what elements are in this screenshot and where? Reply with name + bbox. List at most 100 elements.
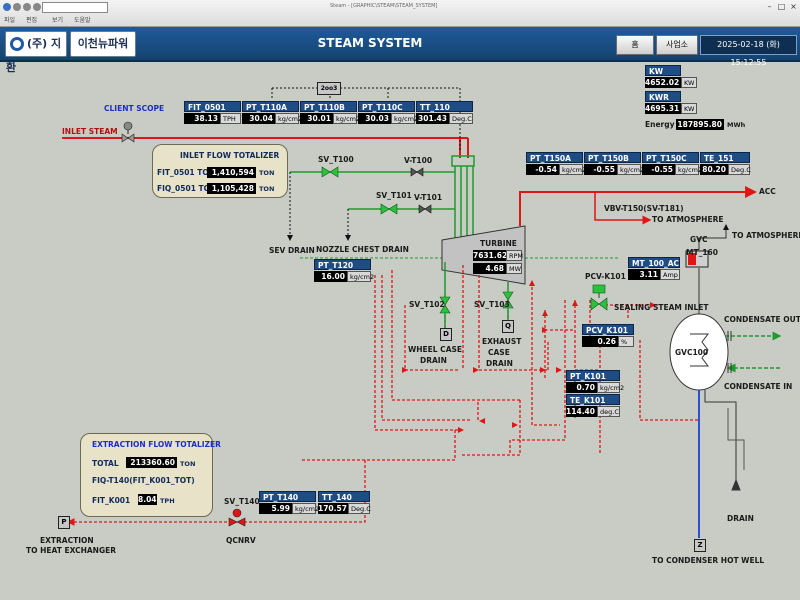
address-field[interactable] — [42, 2, 108, 13]
te-151-unit: Deg.C — [728, 164, 751, 175]
fit-0501-tag: FIT_0501 — [184, 101, 241, 112]
inlet-steam-label: INLET STEAM — [62, 127, 118, 136]
menu-edit[interactable]: 편집 — [26, 17, 38, 24]
box-p: P — [58, 516, 70, 529]
box-q: Q — [502, 320, 514, 333]
sv-t100-valve-icon[interactable] — [321, 166, 339, 178]
close-icon[interactable]: × — [790, 2, 797, 11]
pt-t150a-unit: kg/cm2 — [559, 164, 586, 175]
pt-t140-unit: kg/cm2 — [292, 503, 319, 514]
window-titlebar: Steam - [GRAPHIC\STEAM\STEAM_SYSTEM] – □… — [0, 0, 800, 27]
back-icon[interactable] — [13, 3, 21, 11]
gvc-vent-line — [698, 224, 729, 314]
menu-file[interactable]: 파일 — [4, 17, 16, 24]
fit-k001-unit: TPH — [160, 497, 175, 505]
pcv-k101-valve-icon[interactable] — [590, 284, 608, 311]
company-logo-icon — [10, 37, 24, 51]
pt-t120-unit: kg/cm2 — [347, 271, 374, 282]
pt-t110b-unit: kg/cm2 — [333, 113, 360, 124]
wheel-case-drain-label-2: DRAIN — [420, 356, 447, 365]
condensate-out-label: CONDENSATE OUT — [724, 315, 800, 324]
client-scope-label: CLIENT SCOPE — [104, 104, 165, 113]
vbv-label: VBV-T150(SV-T181) — [604, 204, 684, 213]
site-button[interactable]: 사업소 — [656, 35, 698, 55]
steam-chest-icon — [451, 155, 475, 167]
fit-0501-tot-value: 1,410,594 — [207, 167, 256, 178]
page-title: STEAM SYSTEM — [317, 36, 423, 50]
v-t100-valve-icon[interactable] — [410, 167, 424, 177]
te-151-tag: TE_151 — [700, 152, 750, 163]
condensate-lines — [725, 331, 782, 373]
home-button[interactable]: 홈 — [616, 35, 654, 55]
maximize-icon[interactable]: □ — [777, 2, 786, 11]
tt-110-tag: TT_110 — [416, 101, 473, 112]
kw-value: 4652.02 — [645, 77, 681, 88]
pcv-k101-value: 0.26 — [582, 336, 618, 347]
client-scope-valve-icon[interactable] — [121, 121, 135, 143]
app-icon — [3, 3, 11, 11]
extraction-label-2: TO HEAT EXCHANGER — [26, 546, 117, 555]
plant-name: 이천뉴파워 — [70, 31, 136, 57]
gvc100-label: GVC100 — [675, 348, 709, 357]
menu-view[interactable]: 보기 — [52, 17, 64, 24]
gvc-label: GVC — [690, 235, 708, 244]
turbine-mw-value: 4.68 — [473, 263, 506, 274]
company-name: (주) 지환 — [6, 37, 62, 74]
pt-t120-value: 16.00 — [314, 271, 347, 282]
pt-t140-value: 5.99 — [259, 503, 292, 514]
acc-label: ACC — [759, 187, 776, 196]
sv-t140-valve-icon[interactable] — [228, 508, 246, 527]
pt-t150c-value: -0.55 — [642, 164, 675, 175]
drain-coil-icon — [727, 408, 745, 470]
sev-drain-label: SEV DRAIN — [269, 246, 315, 255]
to-atmosphere-label-1: TO ATMOSPHERE — [652, 215, 724, 224]
inlet-totalizer-title: INLET FLOW TOTALIZER — [180, 151, 280, 160]
extraction-line — [66, 460, 366, 526]
box-d: D — [440, 328, 452, 341]
tt-140-unit: Deg.C — [348, 503, 371, 514]
mt-160-label: MT_160 — [686, 248, 718, 257]
kwr-unit: KW — [681, 103, 697, 114]
window-title: Steam - [GRAPHIC\STEAM\STEAM_SYSTEM] — [330, 3, 438, 9]
minimize-icon[interactable]: – — [767, 2, 772, 11]
extraction-total-unit: TON — [180, 460, 196, 468]
pt-t110a-value: 30.04 — [242, 113, 275, 124]
kwr-value: 4695.31 — [645, 103, 681, 114]
to-atmosphere-label-2: TO ATMOSPHERE — [732, 231, 800, 240]
pt-t150b-tag: PT_T150B — [584, 152, 641, 163]
mt-100-ac-unit: Amp — [660, 269, 680, 280]
sv-t101-label: SV_T101 — [376, 191, 412, 200]
fit-k001-label: FIT_K001 — [92, 496, 131, 505]
extraction-label-1: EXTRACTION — [40, 536, 94, 545]
exhaust-case-drain-label-3: DRAIN — [486, 359, 513, 368]
refresh-icon[interactable] — [33, 3, 41, 11]
sv-t140-label: SV_T140 — [224, 497, 260, 506]
v-t101-valve-icon[interactable] — [418, 204, 432, 214]
tt-140-tag: TT_140 — [318, 491, 370, 502]
sv-t100-label: SV_T100 — [318, 155, 354, 164]
sv-t103-label: SV_T103 — [474, 300, 510, 309]
sv-t101-valve-icon[interactable] — [380, 203, 398, 215]
turbine-rpm-unit: RPM — [506, 250, 523, 261]
menu-help[interactable]: 도움말 — [74, 17, 91, 24]
forward-icon[interactable] — [23, 3, 31, 11]
fit-0501-unit: TPH — [220, 113, 241, 124]
pt-t110c-tag: PT_T110C — [358, 101, 415, 112]
pt-t110c-value: 30.03 — [358, 113, 391, 124]
pt-t110b-tag: PT_T110B — [300, 101, 357, 112]
sev-drain-line — [287, 172, 351, 241]
te-151-value: 80.20 — [700, 164, 728, 175]
two-oo-three-box: 2oo3 — [317, 82, 341, 95]
pt-t150a-value: -0.54 — [526, 164, 559, 175]
tt-110-unit: Deg.C — [449, 113, 473, 124]
drain-valve-lines — [444, 262, 509, 328]
pcv-k101-tag: PCV_K101 — [582, 324, 634, 335]
fiq-0501-tot-value: 1,105,428 — [207, 183, 256, 194]
pt-k101-tag: PT_K101 — [566, 370, 620, 381]
pt-k101-unit: kg/cm2 — [597, 382, 624, 393]
condenser-drain-line — [704, 390, 741, 491]
pt-t110c-unit: kg/cm2 — [391, 113, 418, 124]
piping-diagram — [62, 87, 782, 538]
tt-110-value: 301.43 — [416, 113, 449, 124]
extraction-totalizer-title: EXTRACTION FLOW TOTALIZER — [92, 440, 221, 449]
